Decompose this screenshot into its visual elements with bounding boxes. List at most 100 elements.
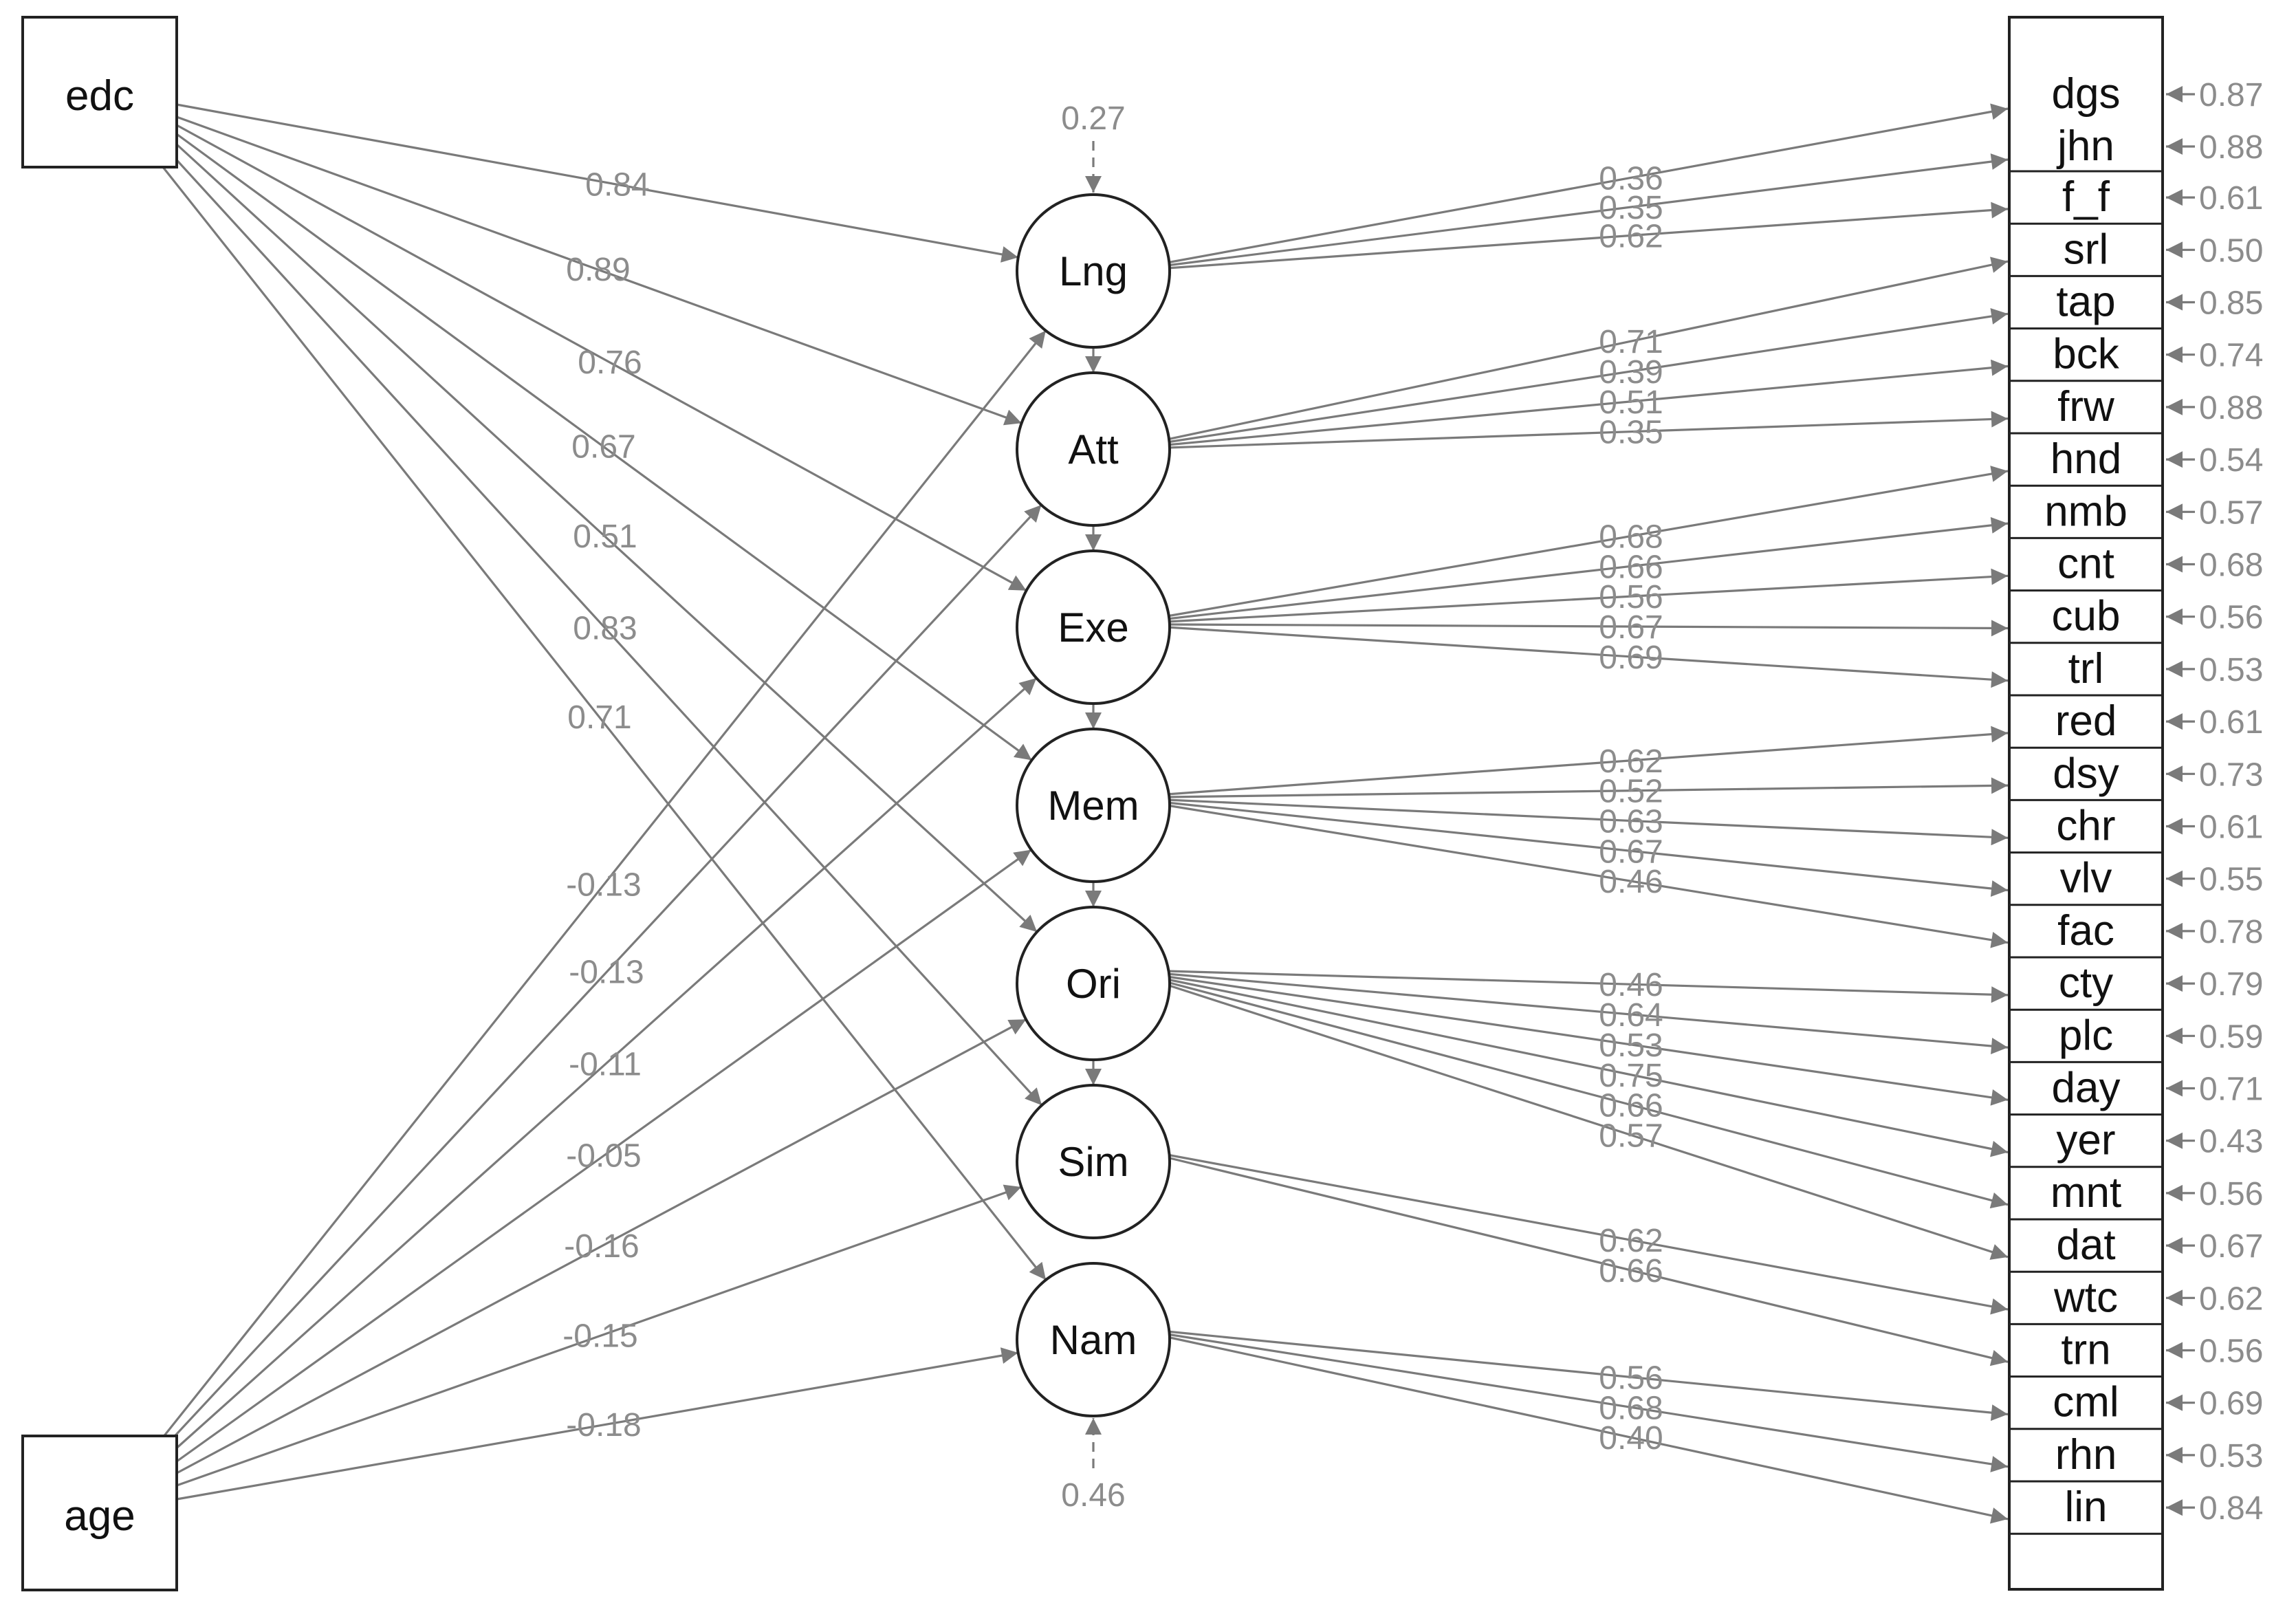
latent-mem-node: Mem [1016,728,1171,883]
indicator-f-f-label: f_f [2062,173,2110,221]
loading-sim-trn [1166,1156,2009,1366]
latent-lng-label: Lng [1059,248,1128,294]
loading-ori-mnt [1166,981,2009,1209]
indicator-red-label: red [2055,697,2117,745]
loading-coef-lng-jhn: 0.35 [1599,190,1663,226]
loading-coef-mem-red: 0.62 [1599,743,1663,780]
indicator-residual-jhn: 0.88 [2199,129,2263,166]
indicator-residual-vlv: 0.55 [2199,862,2263,898]
latent-exe-label: Exe [1058,604,1128,651]
indicator-residual-rhn: 0.53 [2199,1438,2263,1474]
indicator-trl-label: trl [2068,645,2104,693]
indicator-jhn-label: jhn [2056,122,2114,170]
observed-age-label: age [64,1492,135,1540]
loading-lng-dgs [1166,103,2009,264]
loading-coef-ori-cty: 0.46 [1599,967,1663,1003]
indicator-residual-trn: 0.56 [2199,1333,2263,1370]
loading-coef-exe-cub: 0.67 [1599,609,1663,646]
loading-coef-ori-plc: 0.64 [1599,997,1663,1034]
loading-coef-ori-day: 0.53 [1599,1027,1663,1064]
indicator-bck-label: bck [2053,331,2119,378]
indicator-residual-trl: 0.53 [2199,652,2263,688]
latent-att-label: Att [1068,426,1119,472]
indicator-trn-label: trn [2061,1327,2110,1374]
indicator-residual-plc: 0.59 [2199,1019,2263,1055]
indicator-residual-hnd: 0.54 [2199,442,2263,479]
indicator-chr-label: chr [2056,803,2115,850]
age-path-att [167,504,1042,1444]
age-path-ori [176,1018,1027,1474]
loading-exe-nmb [1166,516,2009,620]
indicator-yer-label: yer [2056,1117,2115,1164]
latent-mem-label: Mem [1047,783,1139,829]
indicator-rhn-label: rhn [2055,1431,2117,1479]
loading-coef-nam-cml: 0.56 [1599,1360,1663,1397]
loading-sim-wtc [1166,1153,2009,1315]
indicator-residual-chr: 0.61 [2199,809,2263,846]
loading-coef-exe-hnd: 0.68 [1599,519,1663,556]
latent-att-node: Att [1016,371,1171,527]
indicator-plc-label: plc [2059,1012,2113,1059]
loading-att-bck [1166,359,2009,446]
age-coef-sim: -0.15 [562,1318,637,1354]
loading-ori-yer [1166,978,2009,1157]
indicator-nmb-label: nmb [2044,488,2128,535]
loading-coef-mem-vlv: 0.67 [1599,834,1663,870]
loading-coef-ori-dat: 0.57 [1599,1118,1663,1155]
observed-edc-node: edc [21,16,178,168]
latent-ori-node: Ori [1016,906,1171,1061]
latent-nam-node: Nam [1016,1262,1171,1417]
loading-coef-sim-trn: 0.66 [1599,1253,1663,1289]
loading-coef-mem-fac: 0.46 [1599,864,1663,900]
latent-sim-label: Sim [1058,1139,1128,1185]
loading-mem-red [1166,726,2009,796]
indicator-residual-f-f: 0.61 [2199,180,2263,217]
age-coef-ori: -0.16 [564,1228,639,1265]
loading-mem-fac [1166,804,2009,948]
loading-exe-hnd [1166,466,2009,618]
edc-path-nam [162,166,1047,1281]
indicator-residual-mnt: 0.56 [2199,1176,2263,1212]
indicator-residual-cty: 0.79 [2199,966,2263,1003]
indicator-frw-label: frw [2057,383,2114,431]
loading-coef-sim-wtc: 0.62 [1599,1223,1663,1259]
edc-coef-lng: 0.84 [585,166,649,203]
latent-sim-node: Sim [1016,1084,1171,1239]
age-coef-mem: -0.05 [566,1138,641,1175]
edc-path-att [176,116,1023,426]
indicator-residual-wtc: 0.62 [2199,1281,2263,1317]
indicator-stack: dgsjhnf_fsrltapbckfrwhndnmbcntcubtrlredd… [2008,16,2164,1591]
loading-coef-exe-cnt: 0.56 [1599,579,1663,616]
indicator-dsy-label: dsy [2053,750,2119,797]
loading-coef-att-frw: 0.35 [1599,415,1663,451]
indicator-residual-cml: 0.69 [2199,1386,2263,1422]
indicator-residual-frw: 0.88 [2199,390,2263,426]
loading-lng-f-f [1166,202,2009,270]
loading-coef-exe-trl: 0.69 [1599,640,1663,676]
loading-nam-lin [1166,1336,2009,1524]
indicator-stack-cells: dgsjhnf_fsrltapbckfrwhndnmbcntcubtrlredd… [2009,70,2163,1535]
age-coef-nam: -0.18 [566,1407,641,1444]
age-path-sim [176,1184,1022,1487]
loading-mem-vlv [1166,801,2009,897]
indicator-residual-dat: 0.67 [2199,1228,2263,1265]
loading-exe-trl [1166,626,2009,688]
indicator-residual-nmb: 0.57 [2199,494,2263,531]
indicator-srl-label: srl [2064,226,2108,273]
loading-coef-ori-yer: 0.75 [1599,1058,1663,1094]
loading-nam-rhn [1166,1333,2009,1472]
loading-coef-lng-dgs: 0.36 [1599,160,1663,197]
indicator-fac-label: fac [2057,907,2114,955]
loading-ori-day [1166,975,2009,1106]
loading-ori-plc [1166,972,2009,1054]
loading-coef-att-tap: 0.39 [1599,354,1663,391]
edc-path-mem [176,133,1033,761]
indicator-cub-label: cub [2052,593,2121,640]
latent-lng-node: Lng [1016,193,1171,349]
edges-layer [162,86,2195,1524]
loading-coef-nam-rhn: 0.68 [1599,1390,1663,1426]
indicator-residual-cnt: 0.68 [2199,547,2263,584]
indicator-hnd-label: hnd [2051,435,2121,483]
loading-att-tap [1166,308,2009,444]
